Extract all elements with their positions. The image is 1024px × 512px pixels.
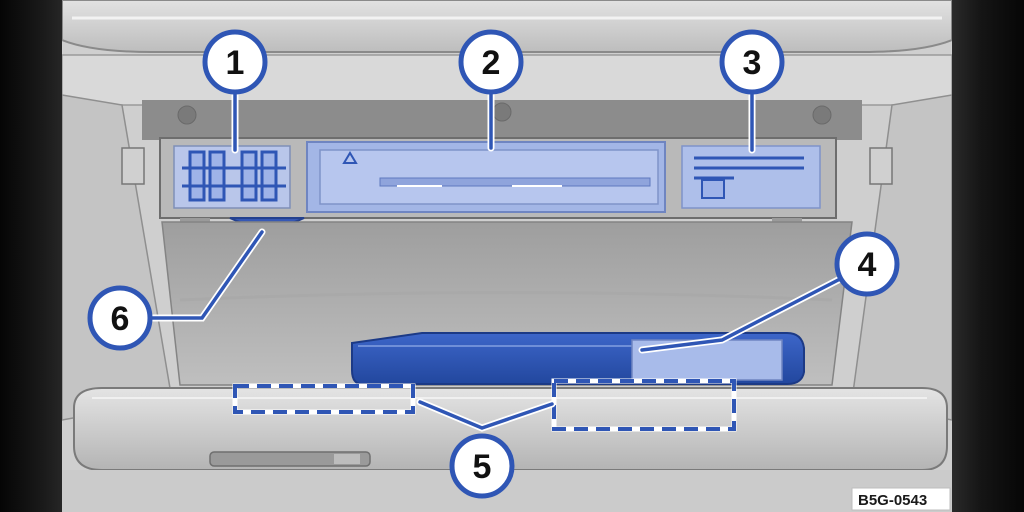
callout-4-circle xyxy=(834,231,900,297)
lid-handle-latch xyxy=(334,454,360,464)
cavity-contour xyxy=(179,291,833,302)
callout-1: 1 xyxy=(202,29,268,95)
glovebox-lid xyxy=(73,387,948,471)
callout-5: 5 xyxy=(449,433,515,499)
callout-6-label: 6 xyxy=(111,300,130,338)
eject-icon xyxy=(342,151,358,164)
callout-4-label: 4 xyxy=(858,246,877,284)
lid-handle xyxy=(209,451,371,467)
leader-lines xyxy=(146,90,846,432)
callout-1-label: 1 xyxy=(226,44,245,82)
disc-slot xyxy=(379,177,651,187)
callout-6: 6 xyxy=(87,285,153,351)
callout-4: 4 xyxy=(834,231,900,297)
media-panel-lines xyxy=(694,156,804,180)
left-side-wall xyxy=(62,94,173,421)
left-background-edge xyxy=(0,0,62,512)
callout-6-circle xyxy=(87,285,153,351)
right-background-edge xyxy=(952,0,1024,512)
recess-screw-center xyxy=(492,102,512,122)
callout-3: 3 xyxy=(719,29,785,95)
callout-2-circle xyxy=(458,29,524,95)
glovebox-illustration: 1 2 3 4 5 6 B5G-0543 xyxy=(62,0,952,512)
callout-2: 2 xyxy=(458,29,524,95)
callout-5-label: 5 xyxy=(473,448,492,486)
callout-3-label: 3 xyxy=(743,44,762,82)
callout-5-circle xyxy=(449,433,515,499)
glovebox-diagram: 1 2 3 4 5 6 B5G-0543 xyxy=(62,0,952,512)
callout-2-label: 2 xyxy=(482,44,501,82)
left-bracket xyxy=(121,147,145,185)
disc-drive-face xyxy=(319,149,659,205)
card-slot-icons xyxy=(182,150,286,202)
figure-code: B5G-0543 xyxy=(858,492,927,509)
owners-manual xyxy=(351,332,805,385)
media-panel-button xyxy=(701,179,725,199)
highlight-area-left xyxy=(233,384,415,414)
callout-3-circle xyxy=(719,29,785,95)
recess-screw-left xyxy=(177,105,197,125)
figure-code-box xyxy=(851,487,951,511)
right-bracket xyxy=(869,147,893,185)
callout-1-circle xyxy=(202,29,268,95)
recess-screw-right xyxy=(812,105,832,125)
